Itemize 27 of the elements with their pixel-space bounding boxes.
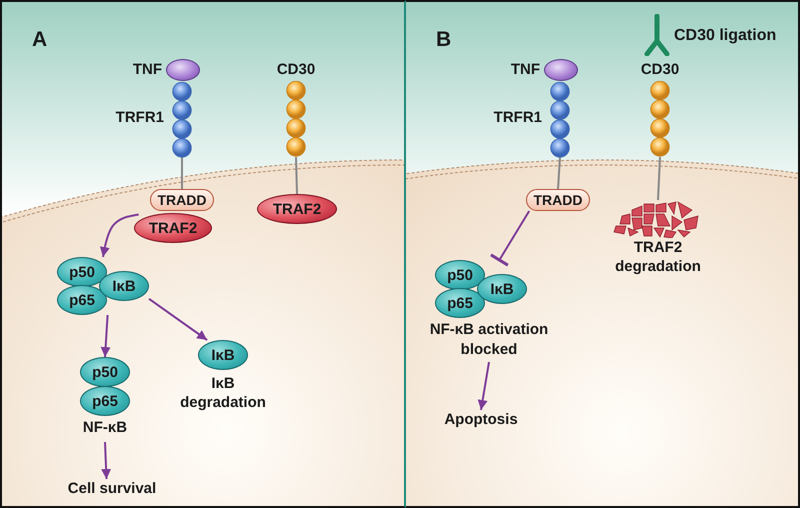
panel-label: A xyxy=(32,30,48,50)
inhibition-line xyxy=(489,210,530,267)
process-caption: IκB degradation xyxy=(179,374,267,412)
connector-line xyxy=(181,157,183,189)
protein-label: CD30 xyxy=(640,60,680,80)
arrow xyxy=(101,442,112,480)
connector-line xyxy=(557,156,561,190)
protein-label: TRFR1 xyxy=(494,108,542,128)
connector-line xyxy=(295,156,298,194)
adaptor-protein: TRADD xyxy=(526,189,590,211)
protein-caption: NF-κB xyxy=(82,418,128,437)
arrow xyxy=(100,214,139,258)
adaptor-protein: TRADD xyxy=(150,189,214,211)
protein-label: TNF xyxy=(510,60,540,80)
process-caption: TRAF2 degradation xyxy=(614,238,702,276)
arrow xyxy=(100,314,111,358)
panel-label: B xyxy=(436,30,452,50)
protein-label: TRFR1 xyxy=(116,108,164,128)
protein-label: TNF xyxy=(132,60,162,80)
connector-line xyxy=(657,156,661,200)
outcome-text: Apoptosis xyxy=(436,410,526,432)
outcome-text: NF-κB activation blocked xyxy=(408,320,570,362)
arrow xyxy=(478,362,490,410)
protein-label: CD30 ligation xyxy=(674,26,776,46)
outcome-text: Cell survival xyxy=(57,479,167,501)
arrow xyxy=(148,298,208,341)
protein-label: CD30 xyxy=(276,60,316,80)
